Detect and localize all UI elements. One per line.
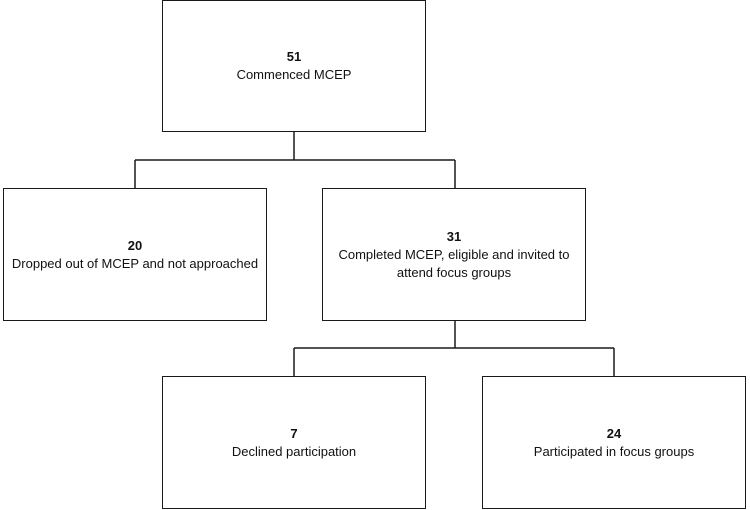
commenced-count: 51 <box>286 49 302 64</box>
completed-count: 31 <box>446 228 462 244</box>
dropped-box: 20 Dropped out of MCEP and not approache… <box>3 188 267 321</box>
commenced-box: 51 Commenced MCEP <box>162 0 426 132</box>
participated-count: 24 <box>606 425 622 441</box>
declined-box: 7 Declined participation <box>162 376 426 509</box>
dropped-label: Dropped out of MCEP and not approached <box>11 255 259 271</box>
declined-label: Declined participation <box>231 443 357 459</box>
declined-count: 7 <box>290 425 298 441</box>
participated-box: 24 Participated in focus groups <box>482 376 746 509</box>
commenced-label: Commenced MCEP <box>236 67 352 82</box>
completed-label: Completed MCEP, eligible and invited to … <box>338 246 570 280</box>
dropped-count: 20 <box>127 237 143 253</box>
completed-box: 31 Completed MCEP, eligible and invited … <box>322 188 586 321</box>
participated-label: Participated in focus groups <box>533 443 695 459</box>
